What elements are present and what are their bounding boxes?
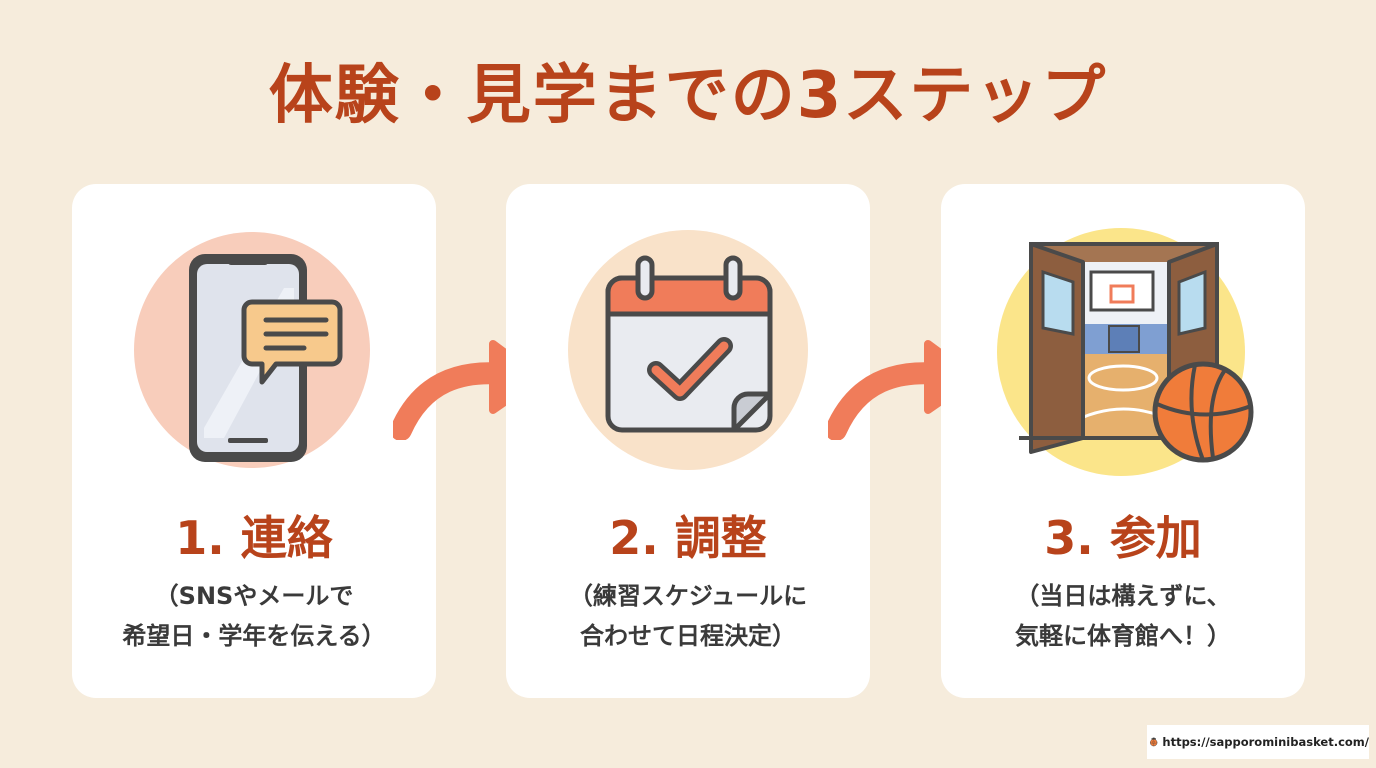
step-card-1: 1. 連絡 （SNSやメールで 希望日・学年を伝える） (72, 184, 436, 698)
step-3-description-line-1: （当日は構えずに、 (1015, 582, 1231, 610)
footer-url-banner[interactable]: https://sapporominibasket.com/ (1147, 725, 1369, 759)
calendar-check-icon (538, 228, 838, 488)
step-1-description-line-1: （SNSやメールで (154, 582, 354, 610)
step-2-description: （練習スケジュールに 合わせて日程決定） (506, 576, 870, 656)
step-card-3: 3. 参加 （当日は構えずに、 気軽に体育館へ！） (941, 184, 1305, 698)
smartphone-message-icon (104, 228, 404, 488)
step-1-description: （SNSやメールで 希望日・学年を伝える） (72, 576, 436, 656)
step-1-title: 1. 連絡 (175, 511, 333, 565)
basketball-mascot-icon (1150, 737, 1158, 747)
step-2-title: 2. 調整 (609, 511, 767, 565)
gym-door-basketball-icon (973, 228, 1273, 488)
step-3-title: 3. 参加 (1044, 511, 1202, 565)
page-title: 体験・見学までの3ステップ (268, 59, 1108, 133)
step-3-description: （当日は構えずに、 気軽に体育館へ！） (941, 576, 1305, 656)
step-card-2: 2. 調整 （練習スケジュールに 合わせて日程決定） (506, 184, 870, 698)
step-2-description-line-2: 合わせて日程決定） (580, 622, 796, 650)
step-2-description-line-1: （練習スケジュールに (568, 582, 808, 610)
step-1-description-line-2: 希望日・学年を伝える） (122, 622, 386, 650)
site-url-link[interactable]: https://sapporominibasket.com/ (1162, 735, 1369, 749)
step-3-description-line-2: 気軽に体育館へ！） (1015, 622, 1231, 650)
